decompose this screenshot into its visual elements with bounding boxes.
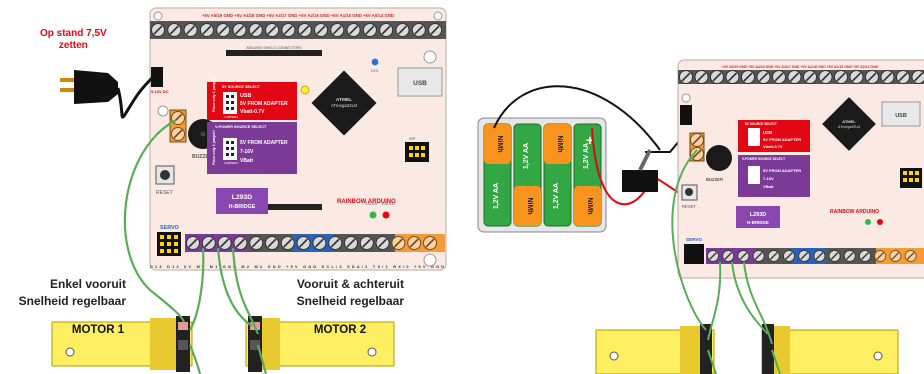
motor1-caption: Enkel vooruit Snelheid regelbaar — [18, 277, 126, 308]
svg-text:RESET: RESET — [682, 204, 696, 209]
svg-text:RXLED: RXLED — [382, 202, 395, 206]
wires-left — [123, 119, 268, 374]
svg-text:USB: USB — [763, 130, 772, 135]
toggle-switch[interactable] — [622, 170, 658, 192]
atmega-chip — [311, 70, 377, 136]
svg-text:D13: D13 — [371, 69, 378, 73]
battery-wiring — [493, 85, 691, 206]
svg-text:USB: USB — [895, 113, 907, 119]
svg-text:BUZZER: BUZZER — [706, 177, 723, 182]
svg-text:5V SOURCE SELECT: 5V SOURCE SELECT — [222, 85, 261, 89]
shield-title: ARDUINO SHIELD CONNECTORS — [246, 46, 302, 50]
battery-cell-chemistry: NiMh — [526, 197, 533, 214]
svg-text:Vbatt-0.7V: Vbatt-0.7V — [763, 144, 783, 149]
jumper1[interactable] — [223, 92, 237, 114]
right-motor-2 — [761, 324, 899, 374]
left-board: +5V A5/19 GND +5V A4/18 GND +5V A3/17 GN… — [149, 7, 447, 271]
svg-text:MOTOR 2: MOTOR 2 — [314, 324, 366, 336]
svg-text:H-BRIDGE: H-BRIDGE — [229, 204, 256, 210]
svg-text:ISP: ISP — [409, 136, 416, 141]
svg-text:JUMPER2: JUMPER2 — [224, 161, 238, 165]
right-motor-1 — [595, 324, 715, 374]
bottom-labels: D13 D12 6V M1 M1 GND M2 M2 GND +5V GND S… — [150, 265, 444, 269]
motor-1: MOTOR 1 — [51, 316, 193, 372]
battery-cell-voltage: 1,2V AA — [523, 143, 530, 169]
motor2-caption: Vooruit & achteruit Snelheid regelbaar — [296, 277, 404, 308]
top-terminal-strip — [150, 21, 446, 39]
hbridge-chip — [216, 188, 268, 214]
svg-text:5V SOURCE SELECT: 5V SOURCE SELECT — [745, 122, 777, 126]
svg-text:USB: USB — [413, 80, 427, 87]
battery-plus-icon: + — [586, 132, 594, 148]
wires-right — [671, 149, 781, 374]
dc-jack-label: 9-16V DC — [151, 89, 169, 94]
svg-text:7-16V: 7-16V — [240, 149, 254, 155]
isp-header — [405, 142, 429, 162]
battery-cell-voltage: 1,2V AA — [493, 183, 500, 209]
svg-text:USB: USB — [240, 93, 251, 99]
svg-text:ATmega32U4: ATmega32U4 — [838, 125, 860, 129]
battery-cell-chemistry: NiMh — [496, 135, 503, 152]
battery-cell-chemistry: NiMh — [586, 197, 593, 214]
vpower-select-panel — [207, 122, 297, 174]
svg-text:ATMEL: ATMEL — [336, 97, 352, 103]
svg-text:V-POWER SOURCE SELECT: V-POWER SOURCE SELECT — [215, 125, 267, 129]
svg-text:JUMPER1: JUMPER1 — [224, 115, 238, 119]
jumper2[interactable] — [223, 138, 237, 160]
svg-text:VBatt: VBatt — [240, 158, 253, 164]
yellow-led-icon — [300, 85, 310, 95]
svg-text:MOTOR 1: MOTOR 1 — [72, 324, 125, 336]
brand-logo: RAINBOW ARDUINO — [337, 199, 396, 205]
svg-text:Place only 1 jumper!: Place only 1 jumper! — [212, 77, 216, 112]
battery-cell-chemistry: NiMh — [556, 135, 563, 152]
svg-text:5V FROM ADAPTER: 5V FROM ADAPTER — [763, 168, 801, 173]
dc-jack — [151, 67, 163, 87]
svg-text:5V FROM ADAPTER: 5V FROM ADAPTER — [763, 137, 801, 142]
d13-led-icon — [371, 58, 379, 66]
svg-text:ATMEL: ATMEL — [842, 119, 856, 124]
battery-pack: NiMh 1,2V AA NiMh 1,2V AA NiMh 1,2V AA NiMh 1,2… — [477, 117, 607, 233]
svg-text:5V FROM ADAPTER: 5V FROM ADAPTER — [240, 140, 288, 146]
svg-text:Vbatt-0.7V: Vbatt-0.7V — [240, 109, 265, 115]
svg-text:H-BRIDGE: H-BRIDGE — [747, 220, 769, 225]
svg-text:Place only 1 jumper!: Place only 1 jumper! — [212, 130, 216, 165]
svg-text:+5V A5/19 GND +5V A4/18 GND +5: +5V A5/19 GND +5V A4/18 GND +5V A3/17 GN… — [722, 65, 879, 69]
power-adapter — [60, 70, 154, 119]
set-voltage-note: Op stand 7,5V zetten — [40, 28, 107, 51]
svg-text:RAINBOW ARDUINO: RAINBOW ARDUINO — [830, 209, 879, 215]
svg-text:SERVO: SERVO — [686, 237, 702, 242]
svg-text:L293D: L293D — [232, 194, 252, 201]
svg-text:7-16V: 7-16V — [763, 176, 774, 181]
right-buzzer-icon — [706, 145, 732, 171]
svg-text:VBatt: VBatt — [763, 184, 774, 189]
top-header-labels: +5V A5/19 GND +5V A4/18 GND +5V A3/17 GN… — [202, 13, 394, 18]
svg-text:L293D: L293D — [750, 212, 767, 218]
shield-header-top — [226, 50, 322, 56]
reset-label: RESET — [156, 190, 173, 196]
usb-port — [397, 67, 443, 97]
svg-text:5V FROM ADAPTER: 5V FROM ADAPTER — [240, 101, 288, 107]
svg-text:ATmega32U4: ATmega32U4 — [331, 103, 358, 108]
bottom-terminal-strip — [185, 234, 445, 252]
tx-led-icon — [369, 211, 377, 219]
rx-led-icon — [382, 211, 390, 219]
battery-cell-voltage: 1,2V AA — [583, 143, 590, 169]
svg-text:V-POWER SOURCE SELECT: V-POWER SOURCE SELECT — [742, 157, 785, 161]
motor-2: MOTOR 2 — [245, 316, 395, 372]
right-board: +5V A5/19 GND +5V A4/18 GND +5V A3/17 GN… — [677, 59, 924, 279]
battery-cell-voltage: 1,2V AA — [553, 183, 560, 209]
reset-button-cap-icon — [160, 170, 170, 180]
svg-text:SERVO: SERVO — [160, 225, 179, 231]
svg-text:TXLED: TXLED — [365, 202, 377, 206]
shield-header-bottom — [226, 204, 322, 210]
source-select-panel — [207, 82, 297, 120]
buzzer-label: BUZZER — [192, 154, 213, 160]
